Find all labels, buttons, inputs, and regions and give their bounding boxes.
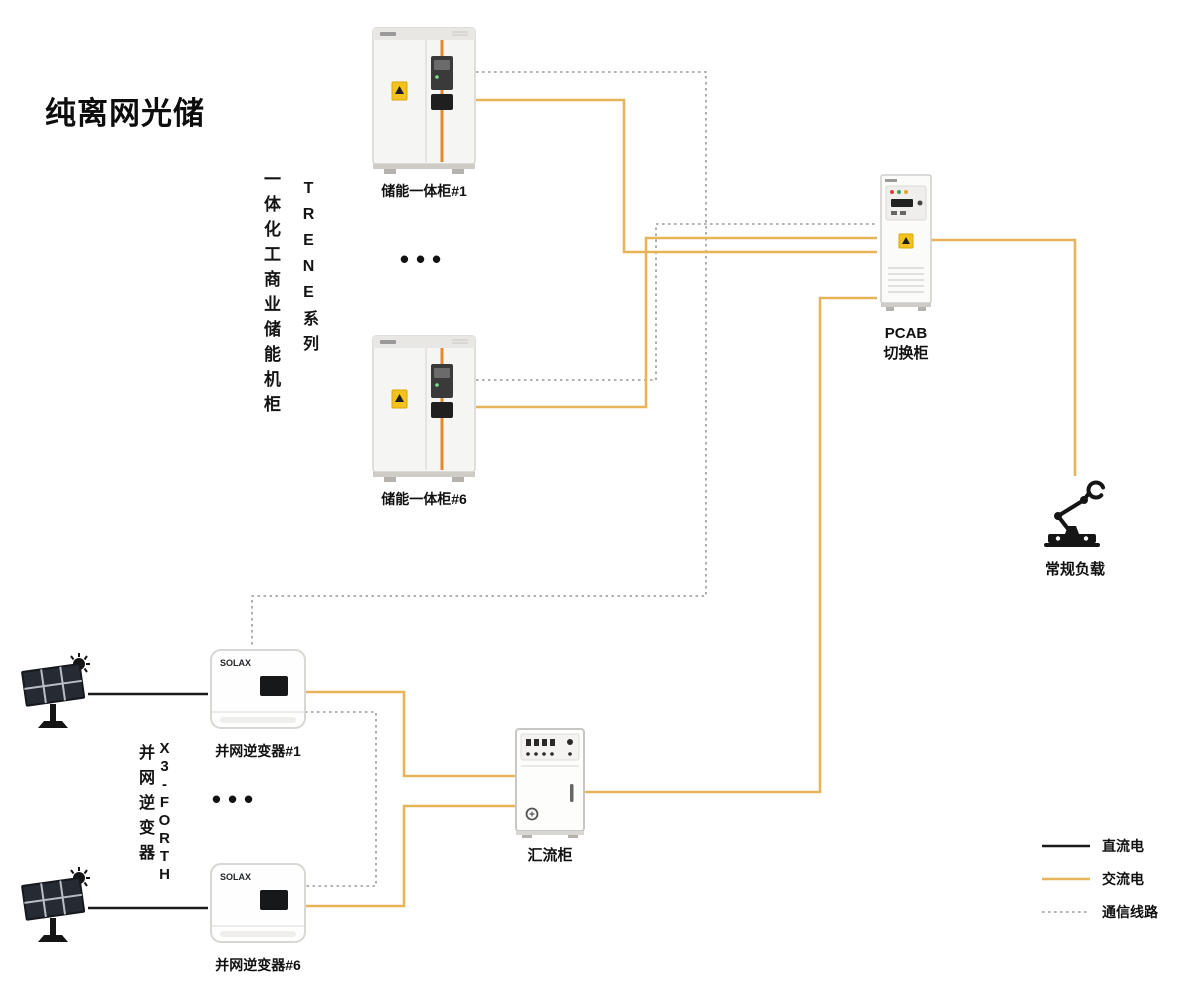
legend-label-ac: 交流电 bbox=[1102, 871, 1144, 887]
inverter-brand-text: SOLAX bbox=[220, 658, 251, 668]
ac-line-inverter1-to-combiner bbox=[305, 690, 516, 778]
comm-line-cabinet6-to-pcab bbox=[476, 223, 877, 381]
node-inverter-6: SOLAX 并网逆变器#6 bbox=[208, 860, 308, 974]
node-storage-cabinet-1: 储能一体柜#1 bbox=[368, 22, 480, 200]
pcab-cabinet-icon bbox=[880, 174, 932, 311]
legend-label-comm: 通信线路 bbox=[1102, 904, 1158, 920]
storage-ellipsis-dots: ••• bbox=[399, 244, 449, 274]
node-solar-panel-1 bbox=[16, 650, 100, 734]
solar-panel-icon bbox=[21, 867, 90, 942]
node-pcab-cabinet: PCAB 切换柜 bbox=[874, 172, 938, 363]
storage-series-label: TRENE系列 bbox=[300, 180, 317, 360]
legend-item-dc: 直流电 bbox=[1040, 836, 1158, 856]
inverter-6-label: 并网逆变器#6 bbox=[215, 957, 301, 973]
comm-line-inverter1-to-inverter6 bbox=[305, 711, 377, 887]
ac-line-inverter6-to-combiner bbox=[305, 804, 516, 908]
inverter-icon: SOLAX bbox=[210, 649, 306, 729]
node-storage-cabinet-6: 储能一体柜#6 bbox=[368, 330, 480, 508]
legend-item-comm: 通信线路 bbox=[1040, 902, 1158, 922]
legend-item-ac: 交流电 bbox=[1040, 869, 1158, 889]
combiner-box-icon bbox=[515, 728, 585, 838]
legend-label-dc: 直流电 bbox=[1102, 838, 1144, 854]
inverter-model-label: X3-FORTH bbox=[156, 740, 173, 884]
storage-cabinet-icon bbox=[372, 335, 476, 482]
node-regular-load: 常规负载 bbox=[1032, 478, 1118, 580]
storage-group-name-label: 一体化工商业储能机柜 bbox=[261, 170, 280, 420]
ac-line-cabinet6-to-pcab bbox=[476, 236, 877, 409]
ac-line-pcab-to-load bbox=[927, 238, 1077, 476]
node-inverter-1: SOLAX 并网逆变器#1 bbox=[208, 646, 308, 760]
diagram-title: 纯离网光储 bbox=[45, 96, 205, 131]
pcab-label: PCAB 切换柜 bbox=[883, 325, 929, 362]
storage-cabinet-6-label: 储能一体柜#6 bbox=[381, 491, 467, 507]
node-solar-panel-2 bbox=[16, 864, 100, 948]
storage-cabinet-1-label: 储能一体柜#1 bbox=[381, 183, 467, 199]
solar-panel-icon bbox=[21, 653, 90, 728]
combiner-box-label: 汇流柜 bbox=[527, 847, 573, 864]
comm-line-swatch bbox=[1042, 911, 1090, 913]
regular-load-label: 常规负载 bbox=[1044, 561, 1105, 578]
inverter-group-name-label: 并网逆变器 bbox=[136, 744, 153, 869]
inverter-brand-text: SOLAX bbox=[220, 872, 251, 882]
inverter-ellipsis-dots: ••• bbox=[211, 784, 261, 814]
ac-line-swatch bbox=[1042, 877, 1090, 881]
storage-cabinet-icon bbox=[372, 27, 476, 174]
ac-line-cabinet1-to-pcab bbox=[476, 98, 877, 254]
legend: 直流电 交流电 通信线路 bbox=[1040, 836, 1158, 922]
dc-line-swatch bbox=[1042, 844, 1090, 848]
robot-arm-icon bbox=[1044, 480, 1106, 547]
inverter-1-label: 并网逆变器#1 bbox=[215, 743, 301, 759]
ac-line-combiner-to-pcab bbox=[584, 296, 877, 794]
inverter-icon: SOLAX bbox=[210, 863, 306, 943]
node-combiner-box: 汇流柜 bbox=[512, 726, 588, 866]
comm-line-cabinet1-to-inverters bbox=[251, 71, 707, 646]
